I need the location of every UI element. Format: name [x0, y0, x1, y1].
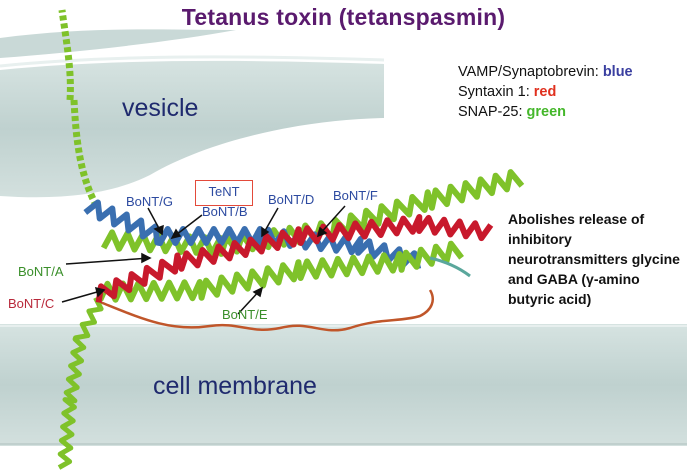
vesicle-highlight — [0, 55, 385, 68]
slide-title: Tetanus toxin (tetanspasmin) — [181, 4, 506, 30]
legend-snap25: SNAP-25: green — [458, 102, 633, 122]
legend-snap25-color: green — [526, 104, 567, 120]
cyan-tail — [429, 256, 471, 278]
vesicle-outer-ring — [0, 29, 236, 58]
legend-snap25-label: SNAP-25: — [458, 104, 527, 120]
legend-syntaxin-color: red — [533, 84, 557, 100]
legend-vamp-label: VAMP/Synaptobrevin: — [458, 64, 603, 80]
syntaxin-helix — [95, 214, 494, 303]
legend-vamp-color: blue — [602, 64, 633, 80]
snap25-linker-loop — [99, 289, 434, 332]
bont-c-label: BoNT/C — [8, 296, 55, 311]
vesicle-label: vesicle — [122, 94, 199, 122]
vamp-transmembrane-helix — [70, 99, 100, 207]
bont-a-label: BoNT/A — [18, 264, 64, 279]
syntaxin-transmembrane-helix — [57, 296, 104, 470]
tent-label: TeNT — [195, 180, 253, 206]
legend-vamp: VAMP/Synaptobrevin: blue — [458, 62, 633, 82]
vesicle-membrane — [0, 60, 384, 198]
color-legend: VAMP/Synaptobrevin: blue Syntaxin 1: red… — [458, 62, 633, 122]
bont-b-label: BoNT/B — [202, 204, 248, 219]
vamp-helix — [83, 199, 422, 270]
cleavage-arrows — [61, 205, 346, 315]
legend-syntaxin: Syntaxin 1: red — [458, 82, 633, 102]
bont-f-label: BoNT/F — [333, 188, 378, 203]
legend-syntaxin-label: Syntaxin 1: — [458, 84, 534, 100]
snap25-lower-helix — [97, 240, 464, 303]
bont-g-label: BoNT/G — [126, 194, 173, 209]
cell-membrane-band — [0, 324, 687, 446]
bont-e-label: BoNT/E — [222, 307, 268, 322]
bont-d-label: BoNT/D — [268, 192, 315, 207]
mechanism-note: Abolishes release of inhibitory neurotra… — [508, 211, 680, 307]
cell-membrane-label: cell membrane — [153, 372, 317, 400]
